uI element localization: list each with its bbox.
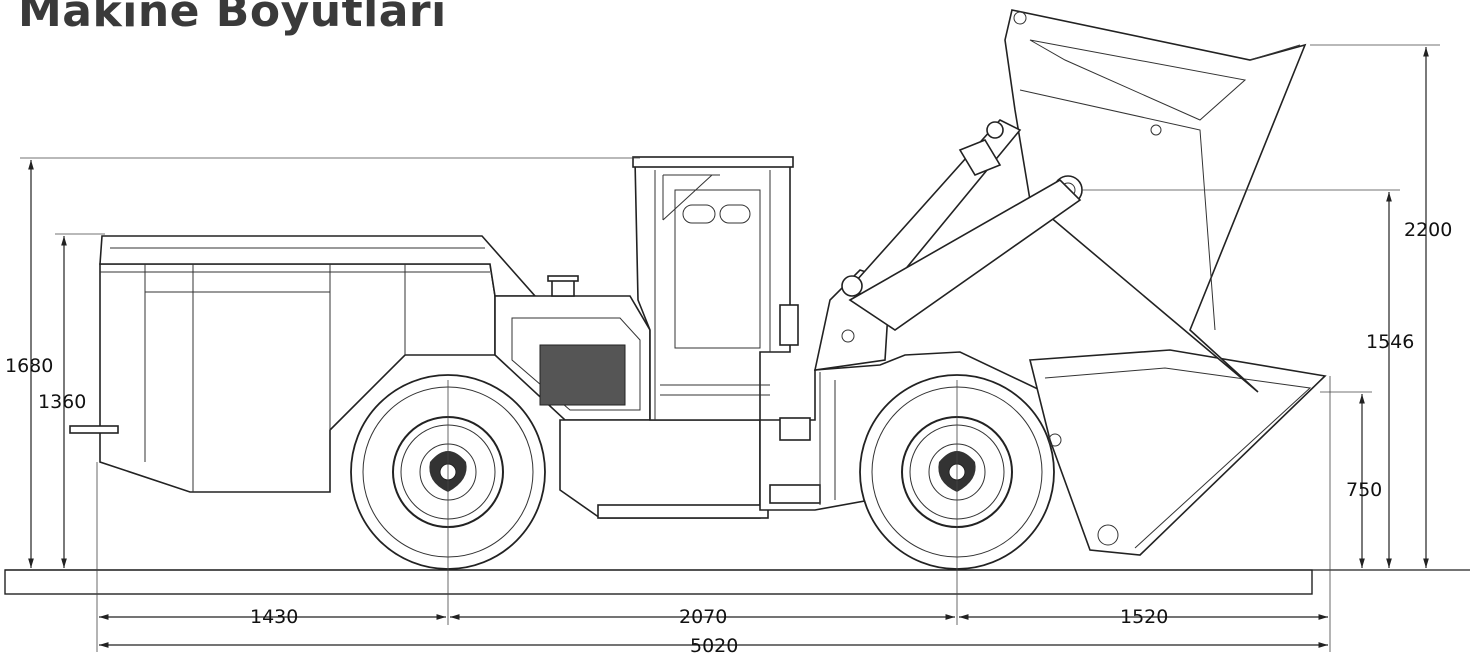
- dim-extension-lines: [96, 376, 1331, 652]
- dim-1360: [55, 233, 105, 568]
- dim-label-2200: 2200: [1404, 219, 1452, 241]
- dim-label-2070: 2070: [679, 606, 727, 628]
- dim-2200: [1310, 44, 1440, 568]
- dim-label-1520: 1520: [1120, 606, 1168, 628]
- dim-label-1430: 1430: [250, 606, 298, 628]
- bucket-lowered: [1028, 349, 1327, 556]
- ground-line: [4, 569, 1470, 595]
- dim-label-750: 750: [1346, 479, 1382, 501]
- dim-1546: [1082, 189, 1400, 568]
- dim-label-1360: 1360: [38, 391, 86, 413]
- lift-arm: [841, 119, 1082, 331]
- dim-label-1546: 1546: [1366, 331, 1414, 353]
- dim-750: [1320, 391, 1372, 568]
- dim-label-1680: 1680: [5, 355, 53, 377]
- dim-label-5020: 5020: [690, 635, 738, 657]
- loader-machine: [69, 156, 1051, 519]
- dim-1680: [20, 157, 640, 568]
- page-title: Makine Boyutları: [18, 0, 447, 37]
